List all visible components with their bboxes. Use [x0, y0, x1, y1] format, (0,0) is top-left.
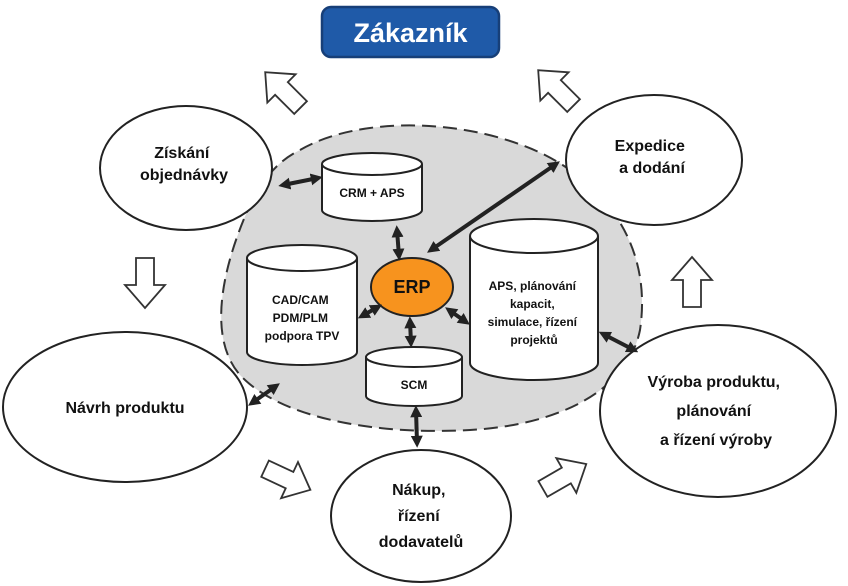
process-purchasing-suppliers [330, 449, 512, 583]
db-scm [365, 346, 463, 407]
process-purchasing-label: Nákup, řízení dodavatelů [379, 482, 463, 551]
db-aps-line-4: projektů [510, 333, 557, 347]
db-crm-line-1: CRM + APS [339, 186, 404, 200]
process-design-line-1: Návrh produktu [65, 400, 184, 417]
process-order-acquisition [99, 105, 273, 231]
erp-core [370, 257, 454, 317]
db-cad-line-3: podpora TPV [265, 329, 340, 343]
flow-arrow-customer-to-order [264, 71, 309, 116]
flow-arrow-order-to-design [123, 257, 167, 310]
process-purchasing-line-1: Nákup, [392, 482, 445, 499]
process-dispatch-label: Expedice a dodání [615, 138, 690, 177]
db-aps-line-2: kapacit, [510, 297, 555, 311]
process-order-acquisition-label: Získání objednávky [140, 145, 228, 184]
process-production-label: Výroba produktu, plánování a řízení výro… [648, 374, 785, 449]
link-aps-production [598, 331, 639, 353]
process-order-line-2: objednávky [140, 167, 228, 184]
customer-box [320, 5, 501, 59]
process-dispatch-line-2: a dodání [619, 160, 685, 177]
link-erp-scm [404, 316, 417, 348]
db-cad-line-2: PDM/PLM [273, 311, 328, 325]
db-crm-aps [321, 152, 423, 222]
db-scm-line-1: SCM [401, 378, 428, 392]
process-production-planning [599, 324, 837, 498]
db-cad-label: CAD/CAM PDM/PLM podpora TPV [265, 293, 340, 343]
process-product-design [2, 331, 248, 483]
process-dispatch-delivery [565, 94, 743, 226]
process-purchasing-line-3: dodavatelů [379, 534, 463, 551]
link-order-crm [278, 173, 323, 190]
db-scm-label: SCM [401, 378, 428, 392]
erp-label: ERP [393, 277, 430, 297]
process-production-line-2: plánování [676, 403, 751, 420]
link-crm-erp [391, 225, 405, 261]
db-cad-cam [246, 244, 358, 366]
link-erp-dispatch [427, 161, 560, 253]
link-scm-purchasing [410, 405, 423, 448]
customer-label: Zákazník [353, 18, 468, 48]
link-erp-aps [445, 307, 470, 325]
flow-arrow-production-to-dispatch [670, 255, 714, 308]
link-cad-erp [357, 304, 383, 319]
process-design-label: Návrh produktu [65, 400, 184, 417]
process-purchasing-line-2: řízení [398, 508, 440, 525]
db-crm-label: CRM + APS [339, 186, 404, 200]
flow-arrow-purchasing-to-production [537, 456, 588, 499]
db-aps-label: APS, plánování kapacit, simulace, řízení… [488, 279, 581, 347]
flow-arrow-design-to-purchasing [260, 459, 312, 500]
db-aps-line-1: APS, plánování [489, 279, 577, 293]
db-aps-line-3: simulace, řízení [488, 315, 578, 329]
process-production-line-1: Výroba produktu, [648, 374, 780, 391]
link-design-hub [248, 383, 280, 406]
db-cad-line-1: CAD/CAM [272, 293, 329, 307]
process-production-line-3: a řízení výroby [660, 432, 772, 449]
process-dispatch-line-1: Expedice [615, 138, 685, 155]
process-order-line-1: Získání [154, 145, 210, 162]
flow-arrow-dispatch-to-customer [537, 69, 582, 114]
